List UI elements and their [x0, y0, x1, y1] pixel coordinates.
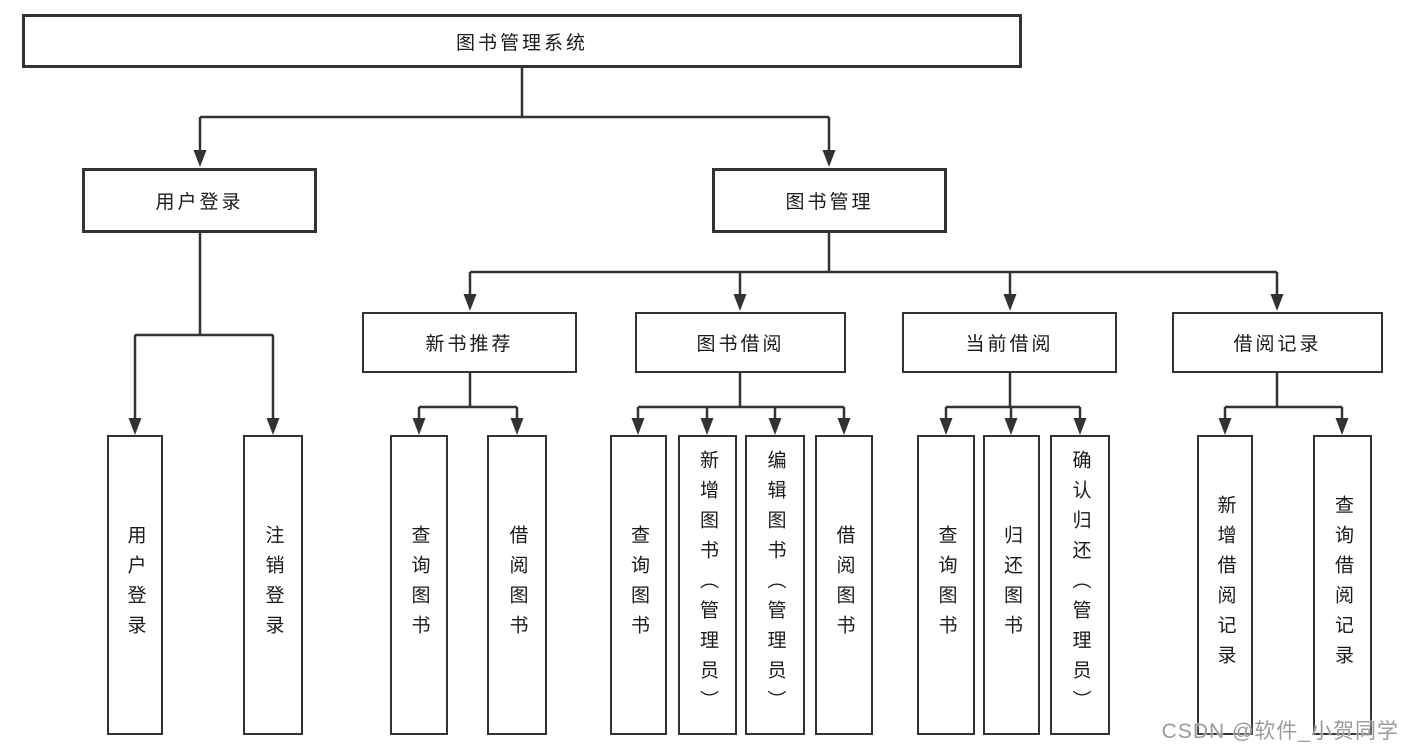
node-label: 用户登录	[155, 192, 244, 213]
leaf-borrow-query-books: 查询图书	[610, 435, 667, 735]
node-user-login: 用户登录	[82, 168, 317, 233]
leaf-recommend-query-books: 查询图书	[390, 435, 448, 735]
node-root: 图书管理系统	[22, 14, 1022, 68]
arrowhead-recommend-query	[412, 418, 426, 435]
arrowhead-borrow-query	[631, 418, 645, 435]
node-label: 注销登录	[262, 525, 284, 645]
node-label: 编辑图书（管理员）	[764, 450, 786, 720]
arrowhead-recommend-borrow	[510, 418, 524, 435]
node-borrow-records: 借阅记录	[1172, 312, 1383, 373]
arrowhead-records-add	[1218, 418, 1232, 435]
node-label: 图书借阅	[696, 334, 785, 355]
arrowhead-book-borrow	[733, 294, 747, 311]
arrowhead-borrow-lend	[837, 418, 851, 435]
arrowhead-borrow-records	[1270, 294, 1284, 311]
node-label: 新增图书（管理员）	[697, 450, 718, 720]
leaf-current-confirm-return-admin: 确认归还（管理员）	[1050, 435, 1110, 735]
node-label: 借阅图书	[506, 525, 528, 645]
leaf-recommend-borrow-books: 借阅图书	[487, 435, 547, 735]
arrowhead-borrow-edit	[768, 418, 782, 435]
leaf-borrow-edit-books-admin: 编辑图书（管理员）	[745, 435, 805, 735]
node-label: 查询图书	[628, 525, 649, 645]
arrowhead-leaf-user-login	[128, 418, 142, 435]
leaf-user-login: 用户登录	[107, 435, 163, 735]
arrowhead-current-return	[1004, 418, 1018, 435]
node-label: 归还图书	[1001, 525, 1022, 645]
leaf-records-add-record: 新增借阅记录	[1197, 435, 1253, 735]
node-new-book-recommend: 新书推荐	[362, 312, 577, 373]
leaf-logout: 注销登录	[243, 435, 303, 735]
node-label: 查询借阅记录	[1332, 495, 1353, 675]
arrowhead-new-book-recommend	[463, 294, 477, 311]
node-label: 查询图书	[935, 525, 957, 645]
node-book-borrow: 图书借阅	[635, 312, 846, 373]
watermark: CSDN @软件_小贺同学	[1161, 720, 1399, 743]
arrowhead-current-confirm	[1073, 418, 1087, 435]
leaf-records-query-record: 查询借阅记录	[1313, 435, 1372, 735]
leaf-borrow-lend-books: 借阅图书	[815, 435, 873, 735]
node-label: 图书管理系统	[455, 32, 588, 54]
leaf-current-query-books: 查询图书	[917, 435, 975, 735]
arrowhead-current-borrow	[1003, 294, 1017, 311]
arrowhead-user-login	[193, 150, 207, 167]
arrowhead-leaf-logout	[266, 418, 280, 435]
node-label: 用户登录	[124, 525, 146, 645]
arrowhead-current-query	[939, 418, 953, 435]
node-label: 当前借阅	[965, 334, 1054, 355]
leaf-current-return-books: 归还图书	[983, 435, 1040, 735]
node-label: 新增借阅记录	[1214, 495, 1236, 675]
node-label: 图书管理	[785, 192, 874, 213]
node-label: 新书推荐	[425, 334, 514, 355]
node-label: 借阅记录	[1233, 334, 1322, 355]
arrowhead-borrow-add	[700, 418, 714, 435]
node-label: 查询图书	[408, 525, 430, 645]
arrowhead-book-management	[822, 150, 836, 167]
node-book-management: 图书管理	[712, 168, 947, 233]
node-current-borrow: 当前借阅	[902, 312, 1117, 373]
node-label: 借阅图书	[833, 525, 855, 645]
leaf-borrow-add-books-admin: 新增图书（管理员）	[678, 435, 737, 735]
arrowhead-records-query	[1335, 418, 1349, 435]
node-label: 确认归还（管理员）	[1069, 450, 1091, 720]
